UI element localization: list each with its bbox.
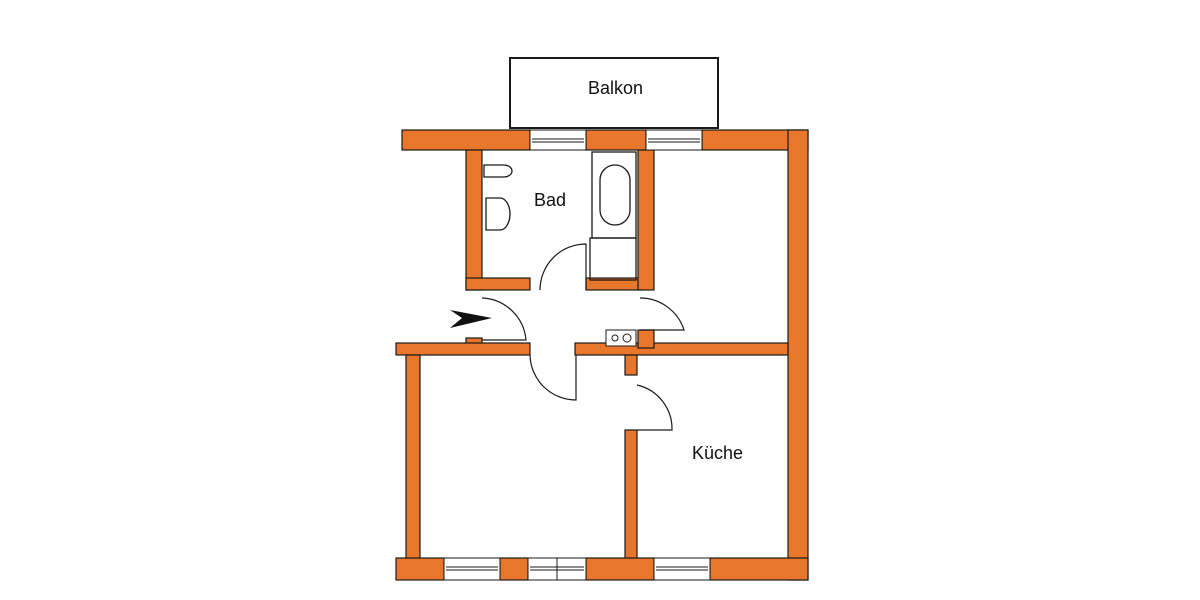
bath-fixtures <box>483 151 637 281</box>
door-swings <box>481 243 685 431</box>
room-label-bad: Bad <box>534 190 567 210</box>
balcony <box>509 57 719 129</box>
meter-icon <box>605 329 637 347</box>
walls <box>395 129 809 581</box>
room-label-balkon: Balkon <box>588 78 644 98</box>
entrance-arrow-icon <box>450 310 492 328</box>
bathtub-icon <box>599 164 631 226</box>
sink-icon <box>485 197 511 231</box>
windows <box>443 129 711 581</box>
room-label-kueche: Küche <box>692 443 744 463</box>
toilet-icon <box>483 164 513 178</box>
shower-tray <box>589 237 637 281</box>
